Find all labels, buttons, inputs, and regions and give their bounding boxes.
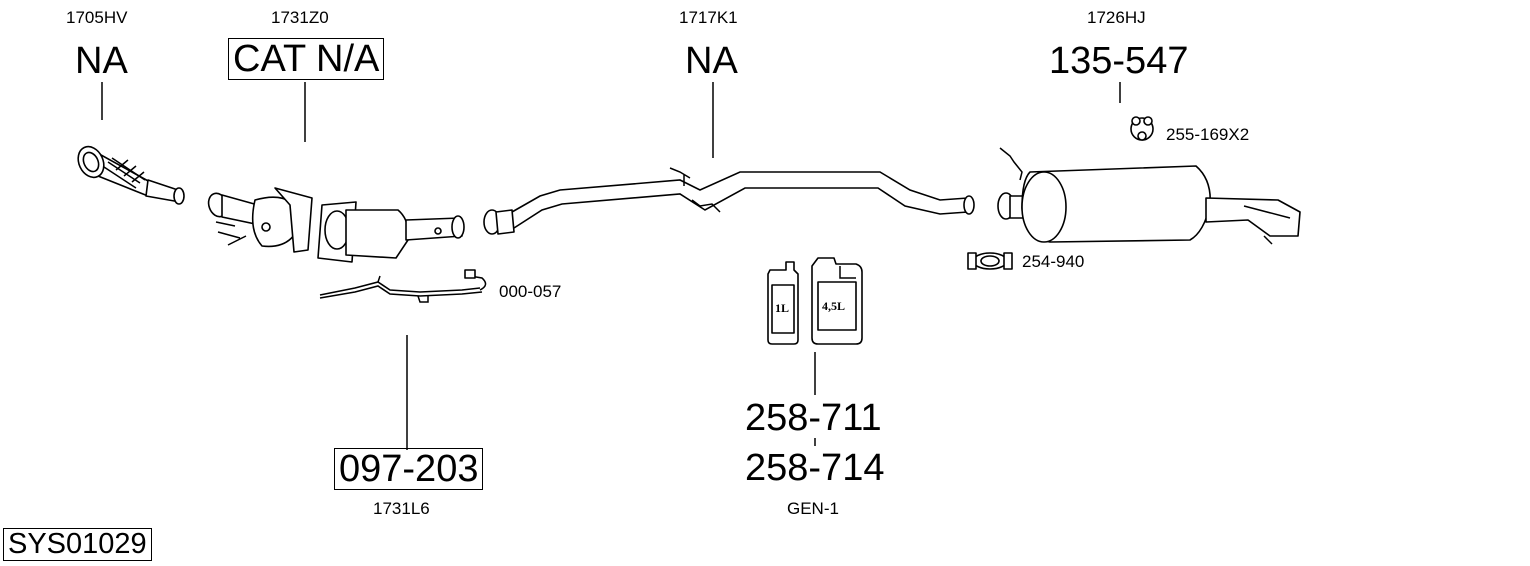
sensor-pipe-code: 1731L6 [373, 499, 430, 518]
bottle-4-5l: 4,5L [811, 257, 863, 345]
catalyst-code: 1731Z0 [271, 8, 329, 27]
catalyst-number: CAT N/A [228, 38, 385, 80]
fluids-number-2: 258-714 [745, 447, 885, 489]
rear-silencer [997, 147, 1301, 245]
front-pipe-number: NA [75, 40, 128, 82]
rear-silencer-code: 1726HJ [1087, 8, 1146, 27]
clamp-number: 254-940 [1022, 252, 1085, 271]
bracket-number: 000-057 [499, 282, 562, 301]
sensor-pipe [319, 269, 487, 303]
bottle-1l: 1L [767, 261, 799, 345]
rubber-mount-number: 255-169X2 [1166, 125, 1250, 144]
sensor-pipe-number: 097-203 [334, 448, 484, 490]
front-flex-pipe [77, 145, 185, 205]
fluids-code: GEN-1 [787, 499, 839, 518]
bottle-1l-label: 1L [775, 301, 789, 315]
bottle-4-5l-label: 4,5L [822, 299, 845, 313]
rear-silencer-number: 135-547 [1049, 40, 1189, 82]
fluids-number-1: 258-711 [745, 397, 882, 439]
catalyst-front [207, 187, 313, 253]
center-pipe-number: NA [685, 40, 738, 82]
front-pipe-code: 1705HV [66, 8, 128, 27]
center-pipe-code: 1717K1 [679, 8, 738, 27]
system-id: SYS01029 [3, 528, 152, 561]
clamp-icon [967, 252, 1013, 270]
catalyst-rear [317, 201, 465, 263]
center-pipe [483, 167, 975, 235]
rubber-mount-icon [1130, 116, 1154, 141]
